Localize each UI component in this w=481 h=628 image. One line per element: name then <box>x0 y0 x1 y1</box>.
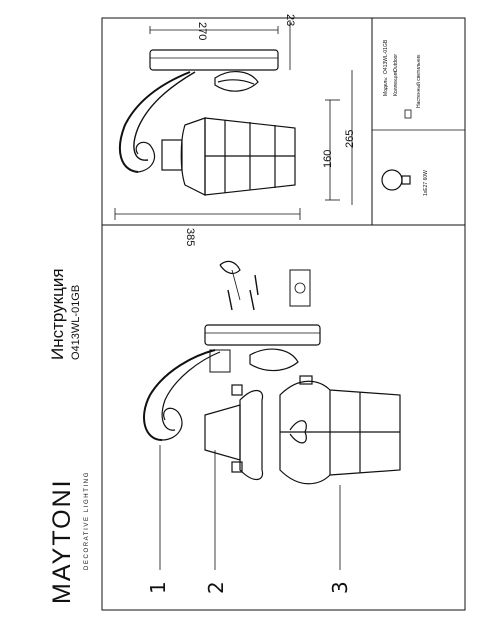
assembly-drawing <box>143 260 401 570</box>
spec-block <box>372 109 465 191</box>
dimension-mount-offset: 160 <box>322 149 334 168</box>
step-number-2: 2 <box>204 581 228 594</box>
spec-collection-value: Outdoor <box>393 53 399 72</box>
page-title: Инструкция <box>48 268 67 360</box>
wall-icon <box>404 109 412 119</box>
dimension-bracket: 23 <box>284 14 296 27</box>
leaf-ornament <box>214 71 259 92</box>
dimension-drawing <box>114 20 353 220</box>
spec-model-label: Модель: <box>383 76 389 96</box>
wire-connector <box>219 260 241 275</box>
screw <box>254 274 259 296</box>
brand-tagline: DECORATIVE LIGHTING <box>84 471 90 570</box>
mount-plate-detail <box>289 269 311 307</box>
part-3-lantern <box>279 380 401 485</box>
dimension-depth: 385 <box>184 228 196 247</box>
spec-type: Настенный светильник <box>416 54 422 108</box>
brand-logo: MAYTONI <box>48 478 76 604</box>
spec-model-value: O413WL-01GB <box>383 39 389 74</box>
model-code: O413WL-01GB <box>70 284 82 360</box>
part-2-canopy <box>204 404 241 461</box>
sheet-frame <box>101 17 466 611</box>
step-number-1: 1 <box>146 581 170 594</box>
assembly-wall-plate <box>204 324 321 346</box>
dimension-height: 265 <box>344 129 356 148</box>
arm <box>118 71 191 173</box>
spec-lamp: 1xE27 60W <box>423 170 429 196</box>
step-number-3: 3 <box>328 581 352 594</box>
wall-plate <box>149 49 279 71</box>
spec-collection-label: Коллекция: <box>393 69 399 96</box>
bulb-icon <box>381 169 411 191</box>
dimension-width: 270 <box>196 22 208 41</box>
part-1-arm <box>143 349 216 441</box>
